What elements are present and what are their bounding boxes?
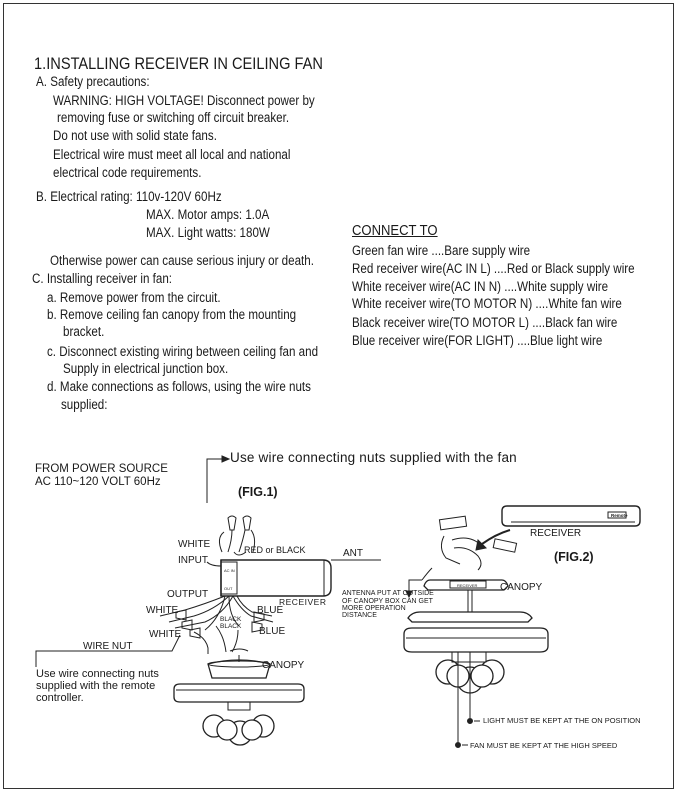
arrow-head [221, 455, 231, 463]
antenna-note: OF CANOPY BOX CAN GET [342, 598, 433, 605]
wire-label-blue: BLUE [259, 626, 286, 637]
light-kit-fig1 [202, 714, 275, 746]
section-c-step: d. Make connections as follows, using th… [47, 379, 311, 394]
connect-row: Green fan wire ....Bare supply wire [352, 243, 531, 258]
antenna-pointer [408, 579, 422, 591]
power-source-voltage: AC 110~120 VOLT 60Hz [35, 476, 161, 488]
section-b-line: MAX. Light watts: 180W [146, 225, 270, 240]
canopy-fig2 [423, 579, 509, 612]
section-a-line: removing fuse or switching off circuit b… [57, 110, 290, 125]
warning-line: Otherwise power can cause serious injury… [50, 253, 314, 268]
use-nuts-fan-note: Use wire connecting nuts supplied with t… [230, 450, 517, 465]
canopy-fig1 [207, 648, 271, 679]
wire-nut-group-top [218, 515, 256, 556]
svg-text:OUT: OUT [224, 586, 233, 591]
receiver-label-fig2: RECEIVER [530, 528, 582, 539]
receiver-label-fig1: RECEIVER [279, 597, 327, 607]
connect-row: Blue receiver wire(FOR LIGHT) ....Blue l… [352, 333, 603, 348]
page-title: 1.INSTALLING RECEIVER IN CEILING FAN [34, 54, 323, 73]
svg-text:AC IN: AC IN [224, 568, 235, 573]
section-b-line: MAX. Motor amps: 1.0A [146, 207, 270, 222]
fan-motor-fig1 [173, 683, 305, 711]
wire-label-blue: BLUE [257, 605, 284, 616]
section-a-line: Do not use with solid state fans. [53, 128, 217, 143]
wire-label-red-or-black: RED or BLACK [244, 545, 306, 555]
fig1-caption: (FIG.1) [238, 485, 278, 499]
connect-row: Red receiver wire(AC IN L) ....Red or Bl… [352, 261, 635, 276]
canopy-label-fig2: CANOPY [500, 582, 543, 593]
wire-label-white: WHITE [149, 629, 182, 640]
use-nuts-remote-note: supplied with the remote [36, 680, 156, 692]
connect-row: White receiver wire(AC IN N) ....White s… [352, 279, 609, 294]
section-c-step: bracket. [63, 324, 105, 339]
connect-row: White receiver wire(TO MOTOR N) ....Whit… [352, 296, 622, 311]
section-c-step: Supply in electrical junction box. [63, 361, 229, 376]
section-c-step: supplied: [61, 397, 108, 412]
svg-text:RECEIVER: RECEIVER [457, 583, 478, 588]
use-nuts-remote-note: Use wire connecting nuts [36, 668, 159, 680]
receiver-box-fig1 [220, 559, 332, 597]
output-label: OUTPUT [167, 589, 209, 600]
antenna-note: ANTENNA PUT AT OUTSIDE [342, 590, 434, 597]
wire-nut-label: WIRE NUT [83, 641, 133, 652]
mounting-bracket [438, 515, 518, 571]
connect-row: Black receiver wire(TO MOTOR L) ....Blac… [352, 315, 618, 330]
wire-label-white: WHITE [178, 539, 211, 550]
light-position-note: LIGHT MUST BE KEPT AT THE ON POSITION [483, 716, 641, 725]
section-a-line: WARNING: HIGH VOLTAGE! Disconnect power … [53, 93, 315, 108]
canopy-label-fig1: CANOPY [262, 660, 305, 671]
section-a-heading: A. Safety precautions: [36, 74, 150, 89]
fan-motor-fig2 [403, 611, 549, 663]
wire-nut-pointer [35, 634, 181, 667]
section-a-line: electrical code requirements. [53, 165, 202, 180]
fan-speed-note: FAN MUST BE KEPT AT THE HIGH SPEED [470, 741, 618, 750]
receiver-box-fig2 [501, 505, 641, 527]
section-c-step: a. Remove power from the circuit. [47, 290, 221, 305]
wire-label-black: BLACK [220, 616, 242, 623]
svg-text:Remote: Remote [611, 513, 628, 518]
power-source-label: FROM POWER SOURCE [35, 463, 168, 475]
fig2-caption: (FIG.2) [554, 550, 594, 564]
connect-heading: CONNECT TO [352, 223, 438, 239]
section-a-line: Electrical wire must meet all local and … [53, 147, 291, 162]
input-label: INPUT [178, 555, 208, 566]
page-frame [3, 3, 674, 789]
pull-chains [455, 652, 480, 748]
antenna-note: DISTANCE [342, 612, 377, 619]
antenna-label: ANT [343, 548, 363, 559]
wire-label-white: WHITE [146, 605, 179, 616]
section-c-heading: C. Installing receiver in fan: [32, 271, 173, 286]
section-b-heading: B. Electrical rating: 110v-120V 60Hz [36, 189, 222, 204]
pointer-line [206, 458, 222, 503]
wire-label-black: BLACK [220, 623, 242, 630]
section-c-step: b. Remove ceiling fan canopy from the mo… [47, 307, 297, 322]
use-nuts-remote-note: controller. [36, 692, 84, 704]
section-c-step: c. Disconnect existing wiring between ce… [47, 344, 319, 359]
antenna-note: MORE OPERATION [342, 605, 406, 612]
wire-nut-group-output [175, 609, 265, 639]
